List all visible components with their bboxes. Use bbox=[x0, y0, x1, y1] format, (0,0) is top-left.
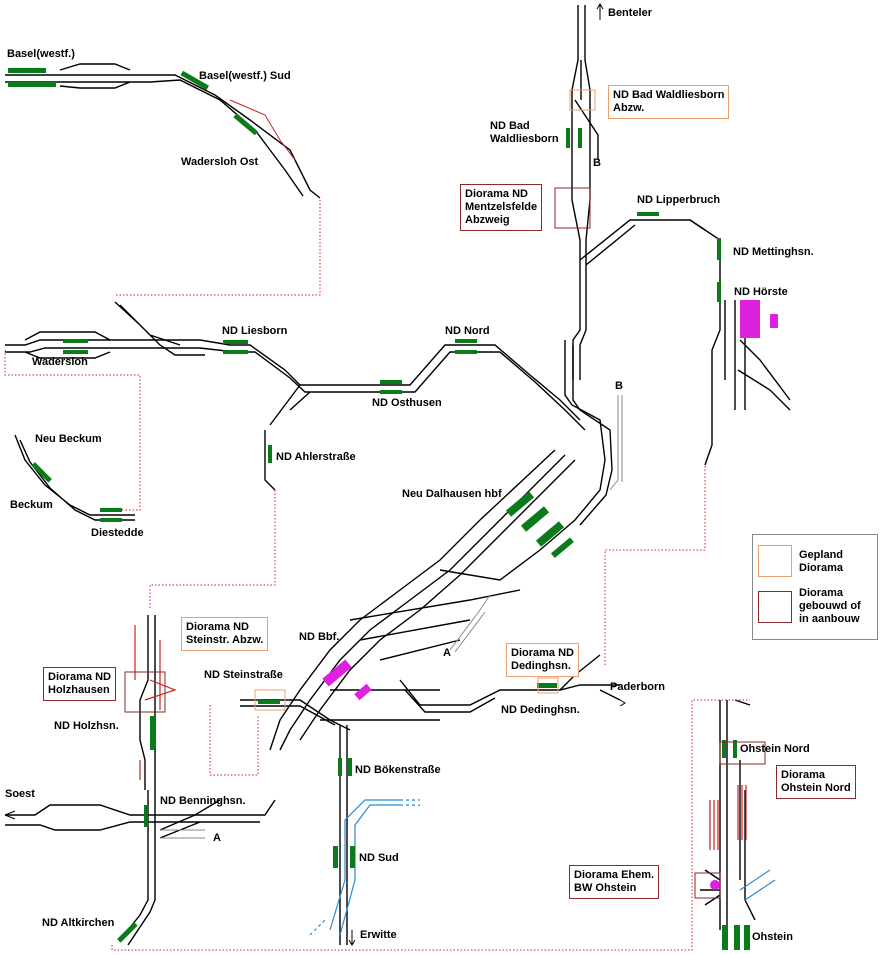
station-paderborn: Paderborn bbox=[610, 681, 666, 693]
legend-built-swatch bbox=[758, 591, 792, 623]
station-bokenstrasse: ND Bökenstraße bbox=[355, 764, 441, 776]
station-liesborn: ND Liesborn bbox=[222, 325, 288, 337]
station-ohstein-nord: Ohstein Nord bbox=[740, 743, 810, 755]
station-basel: Basel(westf.) bbox=[7, 48, 75, 60]
station-benteler: Benteler bbox=[608, 7, 653, 19]
marker-b-top: B bbox=[593, 157, 601, 169]
legend-planned-swatch bbox=[758, 545, 792, 577]
station-holzhsn: ND Holzhsn. bbox=[54, 720, 119, 732]
station-horste: ND Hörste bbox=[734, 286, 788, 298]
station-erwitte: Erwitte bbox=[360, 929, 397, 941]
connection-lines bbox=[4, 200, 750, 951]
diorama-bw-ohstein: Diorama Ehem. BW Ohstein bbox=[569, 865, 660, 899]
dashed-ends bbox=[309, 799, 420, 936]
platforms bbox=[8, 68, 750, 950]
sidings bbox=[134, 625, 747, 850]
station-neu-beckum: Neu Beckum bbox=[35, 433, 102, 445]
station-nord: ND Nord bbox=[445, 325, 490, 337]
diorama-bad-waldliesborn: ND Bad Waldliesborn Abzw. bbox=[608, 85, 730, 119]
station-bad-waldliesborn: ND Bad Waldliesborn bbox=[490, 120, 559, 145]
station-wadersloh-ost: Wadersloh Ost bbox=[181, 156, 259, 168]
station-beckum: Beckum bbox=[10, 499, 53, 511]
marker-a-mid: A bbox=[443, 647, 451, 659]
diorama-mentzelsfelde: Diorama ND Mentzelsfelde Abzweig bbox=[460, 184, 543, 231]
blue-line bbox=[329, 799, 776, 936]
station-ahlerstrasse: ND Ahlerstraße bbox=[276, 451, 356, 463]
legend-planned-label: Gepland Diorama bbox=[799, 549, 844, 574]
marker-a-left: A bbox=[213, 832, 221, 844]
station-steinstrasse: ND Steinstraße bbox=[204, 669, 283, 681]
diorama-steinstr: Diorama ND Steinstr. Abzw. bbox=[181, 617, 269, 651]
station-sud: ND Sud bbox=[359, 852, 399, 864]
station-dedinghsn: ND Dedinghsn. bbox=[501, 704, 580, 716]
station-osthusen: ND Osthusen bbox=[372, 397, 442, 409]
station-mettinghsn: ND Mettinghsn. bbox=[733, 246, 814, 258]
station-altkirchen: ND Altkirchen bbox=[42, 917, 115, 929]
arrows bbox=[4, 3, 626, 946]
magenta-features bbox=[322, 300, 778, 890]
station-basel-sud: Basel(westf.) Sud bbox=[199, 70, 291, 82]
diorama-ohstein-nord: Diorama Ohstein Nord bbox=[776, 765, 856, 799]
station-ohstein: Ohstein bbox=[752, 931, 793, 943]
station-benninghsn: ND Benninghsn. bbox=[160, 795, 246, 807]
station-wadersloh: Wadersloh bbox=[32, 356, 88, 368]
station-bbf: ND Bbf. bbox=[299, 631, 340, 643]
station-soest: Soest bbox=[5, 788, 35, 800]
diorama-holzhausen: Diorama ND Holzhausen bbox=[43, 667, 116, 701]
legend-built-label: Diorama gebouwd of in aanbouw bbox=[799, 587, 861, 625]
diorama-dedinghsn: Diorama ND Dedinghsn. bbox=[506, 643, 579, 677]
station-diestedde: Diestedde bbox=[91, 527, 144, 539]
legend: Gepland Diorama Diorama gebouwd of in aa… bbox=[752, 534, 878, 640]
diorama-frames bbox=[124, 89, 766, 899]
track-lines bbox=[5, 5, 791, 946]
gray-lines bbox=[160, 395, 623, 839]
station-neu-dalhausen: Neu Dalhausen hbf bbox=[402, 488, 502, 500]
station-lipperbruch: ND Lipperbruch bbox=[637, 194, 721, 206]
marker-b-right: B bbox=[615, 380, 623, 392]
